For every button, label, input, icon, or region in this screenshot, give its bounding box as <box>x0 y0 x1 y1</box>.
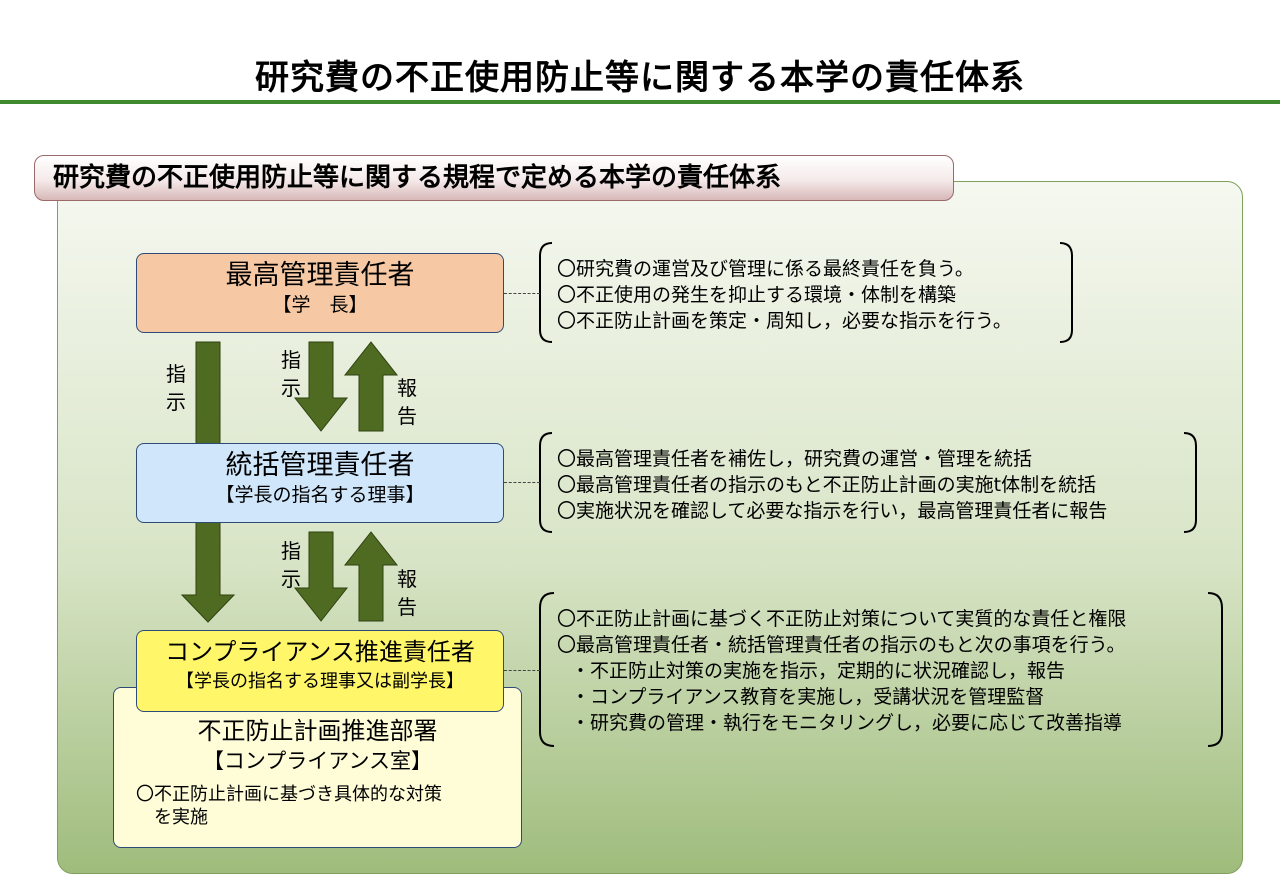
description-line: 〇最高管理責任者・統括管理責任者の指示のもと次の事項を行う。 <box>557 634 1126 656</box>
compliance-manager-title: コンプライアンス推進責任者 <box>165 638 475 666</box>
compliance-manager-description: 〇不正防止計画に基づく不正防止対策について実質的な責任と権限 〇最高管理責任者・… <box>557 606 1126 736</box>
arrow-label-text: 指示 <box>279 537 303 593</box>
compliance-manager-box: コンプライアンス推進責任者 【学長の指名する理事又は副学長】 <box>136 630 504 712</box>
prevention-office-box: 不正防止計画推進部署 【コンプライアンス室】 〇不正防止計画に基づき具体的な対策… <box>113 687 522 848</box>
connector-mid <box>504 482 540 483</box>
arrow-label-instruct-long: 指示 <box>164 360 188 416</box>
section-title: 研究費の不正使用防止等に関する規程で定める本学の責任体系 <box>34 155 954 201</box>
arrow-label-char: 告 <box>397 404 417 428</box>
general-manager-title: 統括管理責任者 <box>225 450 415 481</box>
connector-compliance <box>504 670 540 671</box>
arrow-label-char: 示 <box>166 390 186 414</box>
bracket-comp-left <box>539 592 555 747</box>
description-line: ・コンプライアンス教育を実施し，受講状況を管理監督 <box>571 686 1045 708</box>
general-manager-box: 統括管理責任者 【学長の指名する理事】 <box>136 443 504 523</box>
arrow-label-text: 指示 <box>279 346 303 402</box>
arrow-label-report-2: 報告 <box>395 565 419 621</box>
general-manager-description: 〇最高管理責任者を補佐し，研究費の運営・管理を統括 〇最高管理責任者の指示のもと… <box>557 446 1107 524</box>
chief-manager-sub: 【学 長】 <box>272 294 368 317</box>
arrow-label-char: 指 <box>281 539 301 563</box>
title-rule <box>0 100 1280 104</box>
description-line: ・研究費の管理・執行をモニタリングし，必要に応じて改善指導 <box>571 712 1123 734</box>
chief-manager-title: 最高管理責任者 <box>225 260 415 291</box>
prevention-office-title: 不正防止計画推進部署 <box>197 717 438 745</box>
general-manager-sub: 【学長の指名する理事】 <box>215 484 425 507</box>
arrow-label-report-1: 報告 <box>395 374 419 430</box>
arrow-label-text: 報告 <box>395 565 419 621</box>
arrow-label-char: 指 <box>166 362 186 386</box>
description-line: 〇不正使用の発生を抑止する環境・体制を構築 <box>557 284 957 306</box>
prevention-office-note: 〇不正防止計画に基づき具体的な対策 を実施 <box>136 783 521 830</box>
prevention-office-note-line1: 〇不正防止計画に基づき具体的な対策 <box>136 783 442 805</box>
prevention-office-sub: 【コンプライアンス室】 <box>202 748 433 773</box>
arrow-label-text: 指示 <box>164 360 188 416</box>
report-up-arrow-1 <box>343 341 399 432</box>
report-up-arrow-2 <box>343 531 399 622</box>
description-line: ・不正防止対策の実施を指示，定期的に状況確認し，報告 <box>571 660 1066 682</box>
description-line: 〇実施状況を確認して必要な指示を行い，最高管理責任者に報告 <box>557 500 1108 522</box>
bracket-mid-left <box>539 432 553 533</box>
page-title: 研究費の不正使用防止等に関する本学の責任体系 <box>255 58 1025 98</box>
arrow-label-char: 報 <box>397 567 417 591</box>
chief-manager-description: 〇研究費の運営及び管理に係る最終責任を負う。 〇不正使用の発生を抑止する環境・体… <box>557 256 1012 334</box>
bracket-top-left <box>539 242 553 343</box>
prevention-office-note-line2: を実施 <box>154 807 208 829</box>
chief-manager-box: 最高管理責任者 【学 長】 <box>136 253 504 333</box>
compliance-manager-sub: 【学長の指名する理事又は副学長】 <box>176 670 464 692</box>
arrow-label-text: 報告 <box>395 374 419 430</box>
description-line: 〇最高管理責任者を補佐し，研究費の運営・管理を統括 <box>557 448 1033 470</box>
bracket-comp-right <box>1207 592 1223 747</box>
bracket-mid-right <box>1183 432 1197 533</box>
bracket-top-right <box>1059 242 1073 343</box>
arrow-label-char: 告 <box>397 595 417 619</box>
arrow-label-char: 報 <box>397 376 417 400</box>
description-line: 〇最高管理責任者の指示のもと不正防止計画の実施t体制を統括 <box>557 474 1097 496</box>
arrow-label-char: 指 <box>281 348 301 372</box>
instruct-down-arrow-2 <box>293 531 349 622</box>
description-line: 〇不正防止計画に基づく不正防止対策について実質的な責任と権限 <box>557 608 1127 630</box>
connector-top <box>504 293 540 294</box>
description-line: 〇研究費の運営及び管理に係る最終責任を負う。 <box>557 258 974 280</box>
instruct-down-arrow-1 <box>293 341 349 432</box>
arrow-label-instruct-2: 指示 <box>279 537 303 593</box>
arrow-label-char: 示 <box>281 567 301 591</box>
description-line: 〇不正防止計画を策定・周知し，必要な指示を行う。 <box>557 310 1012 332</box>
arrow-label-char: 示 <box>281 376 301 400</box>
arrow-label-instruct-1: 指示 <box>279 346 303 402</box>
